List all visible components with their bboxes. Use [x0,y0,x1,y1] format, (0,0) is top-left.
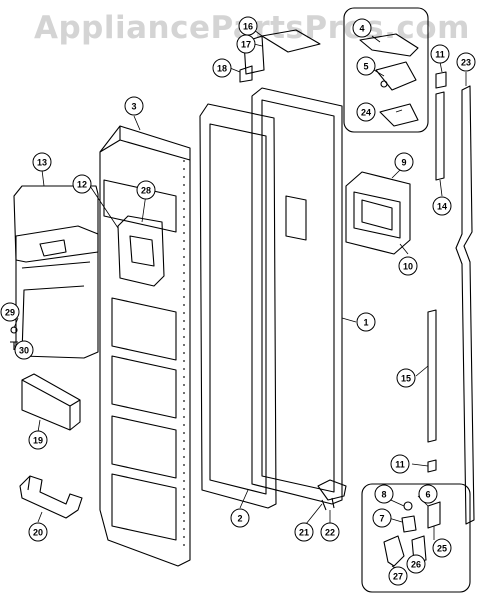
svg-text:2: 2 [237,514,242,524]
part-3-door-liner [99,125,191,567]
callout-11-top: 11 [430,44,450,64]
svg-text:4: 4 [359,24,364,34]
svg-text:24: 24 [361,108,371,118]
callout-29: 29 [0,302,20,322]
callout-20: 20 [28,522,48,542]
part-21-22-hinge [317,479,347,511]
svg-text:23: 23 [461,58,471,68]
svg-text:13: 13 [37,158,47,168]
svg-text:15: 15 [401,374,411,384]
part-2-gasket [199,103,277,509]
svg-text:22: 22 [325,528,335,538]
part-19-bin [21,373,81,431]
callout-30: 30 [14,340,34,360]
svg-text:8: 8 [381,490,386,500]
svg-text:5: 5 [363,62,368,72]
svg-text:11: 11 [395,460,405,470]
callout-28: 28 [136,180,156,200]
part-16-17-18-brackets [239,29,321,83]
callout-22: 22 [320,522,340,542]
svg-text:10: 10 [403,262,413,272]
svg-text:30: 30 [19,346,29,356]
part-13-dispenser-cover [13,185,99,359]
callout-1: 1 [356,312,376,332]
callout-9: 9 [394,152,414,172]
part-14-strip [435,71,447,181]
part-12-recess [117,215,165,287]
part-11-cap [427,459,437,473]
callout-4: 4 [352,18,372,38]
svg-text:3: 3 [131,102,136,112]
callout-27: 27 [388,566,408,586]
svg-text:26: 26 [411,560,421,570]
callout-8: 8 [374,484,394,504]
svg-text:14: 14 [437,202,447,212]
callout-6: 6 [418,484,438,504]
svg-text:25: 25 [437,544,447,554]
callout-11-bottom: 11 [390,454,410,474]
callout-2: 2 [230,508,250,528]
callout-26: 26 [406,554,426,574]
svg-text:29: 29 [5,308,15,318]
svg-text:16: 16 [243,22,253,32]
callout-23: 23 [456,52,476,72]
hinge-group-top [343,7,429,133]
svg-text:18: 18 [217,64,227,74]
svg-text:17: 17 [241,40,251,50]
part-15-strip [427,309,437,443]
part-20-tray [19,475,83,519]
svg-text:1: 1 [363,318,368,328]
hinge-group-bottom [361,483,471,593]
callout-21: 21 [294,522,314,542]
callout-17: 17 [236,34,256,54]
svg-text:7: 7 [379,514,384,524]
callout-16: 16 [238,16,258,36]
callout-10: 10 [398,256,418,276]
part-23-rail [455,85,475,525]
callout-25: 25 [432,538,452,558]
callout-13: 13 [32,152,52,172]
svg-text:9: 9 [401,158,406,168]
callout-3: 3 [124,96,144,116]
callout-24: 24 [356,102,376,122]
svg-text:19: 19 [33,436,43,446]
svg-text:28: 28 [141,186,151,196]
svg-text:11: 11 [435,50,445,60]
svg-text:27: 27 [393,572,403,582]
svg-text:6: 6 [425,490,430,500]
callout-19: 19 [28,430,48,450]
callout-15: 15 [396,368,416,388]
svg-text:21: 21 [299,528,309,538]
callout-14: 14 [432,196,452,216]
callout-18: 18 [212,58,232,78]
part-1-door-panel [251,87,343,505]
callout-5: 5 [356,56,376,76]
part-9-10-insert [345,171,411,255]
callout-12: 12 [72,174,92,194]
callout-7: 7 [372,508,392,528]
svg-text:20: 20 [33,528,43,538]
svg-text:12: 12 [77,180,87,190]
